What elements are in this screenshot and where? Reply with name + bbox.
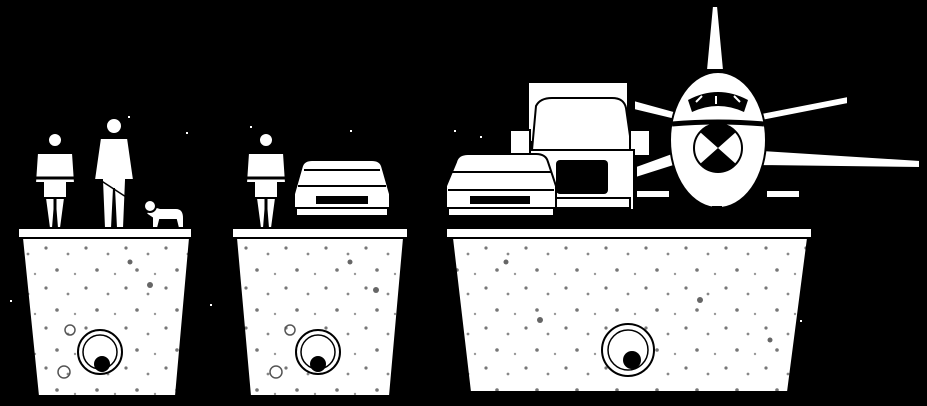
- buried-pipe: [78, 330, 122, 374]
- car-figure: [294, 160, 390, 226]
- cyclist-figure: [29, 133, 81, 228]
- buried-pipe: [602, 324, 654, 376]
- panel-cyclist-and-car: [232, 133, 408, 396]
- buried-pipe: [296, 330, 340, 374]
- road-slab: [232, 228, 408, 238]
- cyclist-figure: [240, 133, 292, 228]
- dog-figure: [144, 200, 184, 228]
- road-slab: [446, 228, 812, 238]
- panel-pedestrians: [18, 118, 192, 396]
- car-figure: [446, 154, 556, 228]
- airplane-figure: [634, 6, 920, 226]
- walking-person-figure: [94, 118, 146, 228]
- road-slab: [18, 228, 192, 238]
- panel-heavy-traffic: [446, 6, 920, 392]
